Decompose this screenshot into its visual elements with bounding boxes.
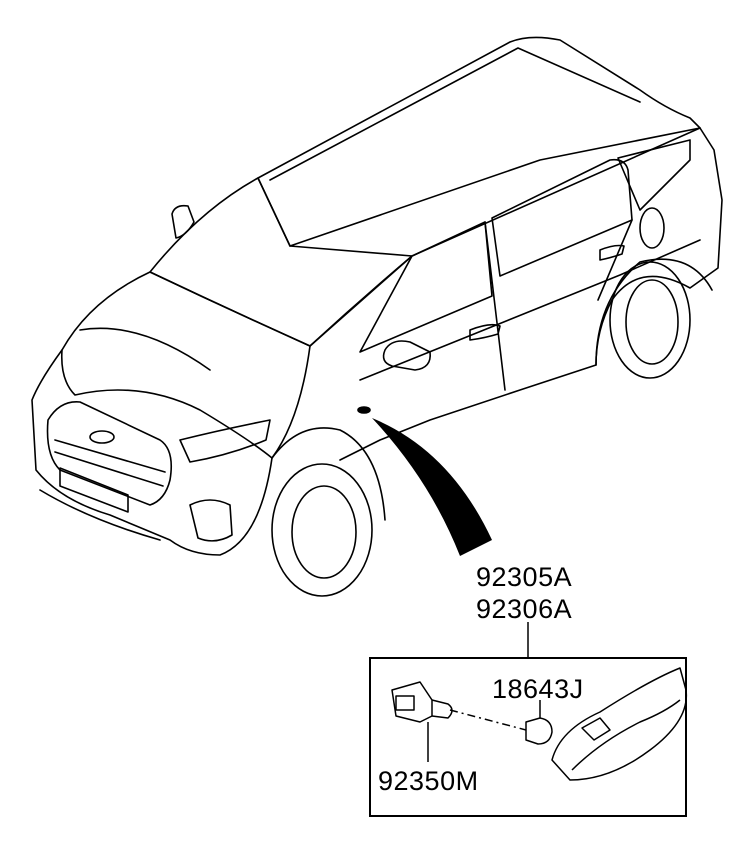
rear-wheel-rim — [625, 279, 679, 365]
door-line-rear — [597, 219, 633, 301]
front-door-handle — [469, 323, 501, 341]
body-crease — [359, 239, 701, 381]
fender-marker-lamp — [357, 406, 371, 414]
assembly-dashed-line — [449, 709, 527, 731]
part-label-92306a: 92306A — [476, 594, 573, 624]
rear-door-handle — [599, 244, 625, 261]
license-plate — [59, 467, 129, 513]
side-mirror — [382, 340, 432, 371]
part-label-92305a: 92305A — [476, 562, 573, 592]
fuel-door — [639, 207, 665, 249]
kia-badge — [89, 430, 115, 444]
callout-wedge — [372, 418, 492, 556]
lower-intake — [39, 489, 161, 541]
windshield — [149, 177, 413, 347]
door-line-front — [484, 221, 506, 391]
headlamp — [179, 419, 271, 463]
front-side-window — [359, 221, 493, 353]
front-wheel — [271, 463, 373, 597]
grille-bar-2 — [54, 451, 164, 487]
roof-outline — [257, 36, 701, 247]
part-label-18643j: 18643J — [492, 674, 584, 704]
detail-parts — [391, 667, 688, 781]
quarter-window — [617, 139, 691, 211]
front-wheel-rim — [291, 485, 357, 579]
front-fascia — [31, 349, 273, 556]
socket-drawing — [391, 681, 453, 762]
rear-side-window — [491, 158, 633, 277]
part-label-92350m: 92350M — [378, 766, 479, 796]
suv-line-drawing — [31, 36, 723, 597]
grille-bar-1 — [54, 439, 166, 473]
fog-lamp — [189, 499, 233, 542]
bulb-drawing — [525, 700, 553, 745]
side-body — [309, 127, 723, 461]
roof-rail — [269, 47, 641, 181]
front-wheel-arch — [271, 427, 386, 521]
hood — [60, 271, 311, 459]
left-mirror — [171, 204, 195, 239]
hood-crease — [79, 327, 211, 371]
detail-box — [369, 657, 687, 817]
rear-wheel-arch — [595, 258, 713, 366]
grille — [46, 401, 173, 506]
rear-wheel — [609, 261, 691, 379]
